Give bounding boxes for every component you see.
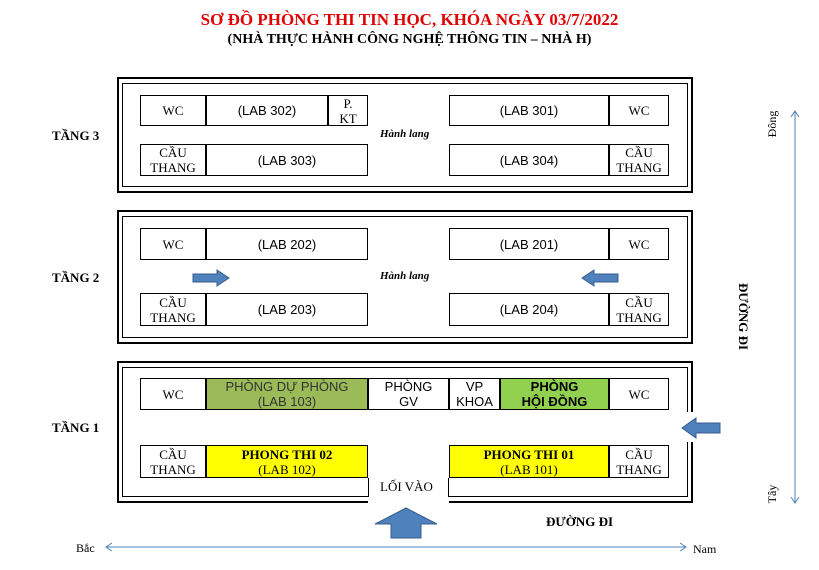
compass-north-label: Bắc [76, 541, 95, 555]
page-title: SƠ ĐỒ PHÒNG THI TIN HỌC, KHÓA NGÀY 03/7/… [200, 10, 619, 29]
room-lab201: (LAB 201) [449, 228, 609, 260]
floor2-hallway-label: Hành lang [380, 270, 430, 282]
floor1-wc-right: WC [609, 378, 669, 410]
right-arrow-icon [192, 269, 230, 287]
floor2-label: TẦNG 2 [52, 270, 100, 285]
left-entry-arrow-icon [681, 417, 721, 439]
road-right-label: ĐƯỜNG ĐI [736, 283, 751, 351]
floor2-wc-right: WC [609, 228, 669, 260]
room-exam01-lab101: PHONG THI 01(LAB 101) [449, 445, 609, 478]
up-arrow-icon [374, 507, 438, 539]
floor2-wc-left: WC [140, 228, 206, 260]
room-exam02-lab102: PHONG THI 02(LAB 102) [206, 445, 368, 478]
floor2-outer-frame [117, 210, 693, 344]
room-lab204: (LAB 204) [449, 293, 609, 326]
road-bottom-label: ĐƯỜNG ĐI [546, 514, 614, 529]
north-south-axis [105, 542, 687, 552]
room-lab202: (LAB 202) [206, 228, 368, 260]
floor1-label: TẦNG 1 [52, 420, 100, 435]
floor3-wc-left: WC [140, 95, 206, 126]
entrance-gap [368, 478, 449, 506]
entrance-wall-left [368, 478, 369, 497]
east-west-axis [790, 110, 800, 504]
room-lab303: (LAB 303) [206, 144, 368, 176]
floor3-outer-frame [117, 77, 693, 193]
entrance-label: LỐI VÀO [380, 479, 433, 494]
room-pkt: P.KT [328, 95, 368, 126]
compass-east-label: Đông [765, 110, 779, 138]
page-subtitle: (NHÀ THỰC HÀNH CÔNG NGHỆ THÔNG TIN – NHÀ… [227, 32, 592, 47]
compass-south-label: Nam [693, 542, 717, 556]
room-lab302: (LAB 302) [206, 95, 328, 126]
room-lab301: (LAB 301) [449, 95, 609, 126]
floor3-hallway-label: Hành lang [380, 128, 430, 140]
room-lab304: (LAB 304) [449, 144, 609, 176]
floor3-wc-right: WC [609, 95, 669, 126]
floor3-label: TẦNG 3 [52, 128, 100, 143]
floor1-wc-left: WC [140, 378, 206, 410]
room-backup-lab103: PHÒNG DỰ PHÒNG(LAB 103) [206, 378, 368, 410]
room-lab203: (LAB 203) [206, 293, 368, 326]
compass-west-label: Tây [765, 484, 779, 504]
entrance-wall-right [448, 478, 449, 497]
left-arrow-icon [581, 269, 619, 287]
